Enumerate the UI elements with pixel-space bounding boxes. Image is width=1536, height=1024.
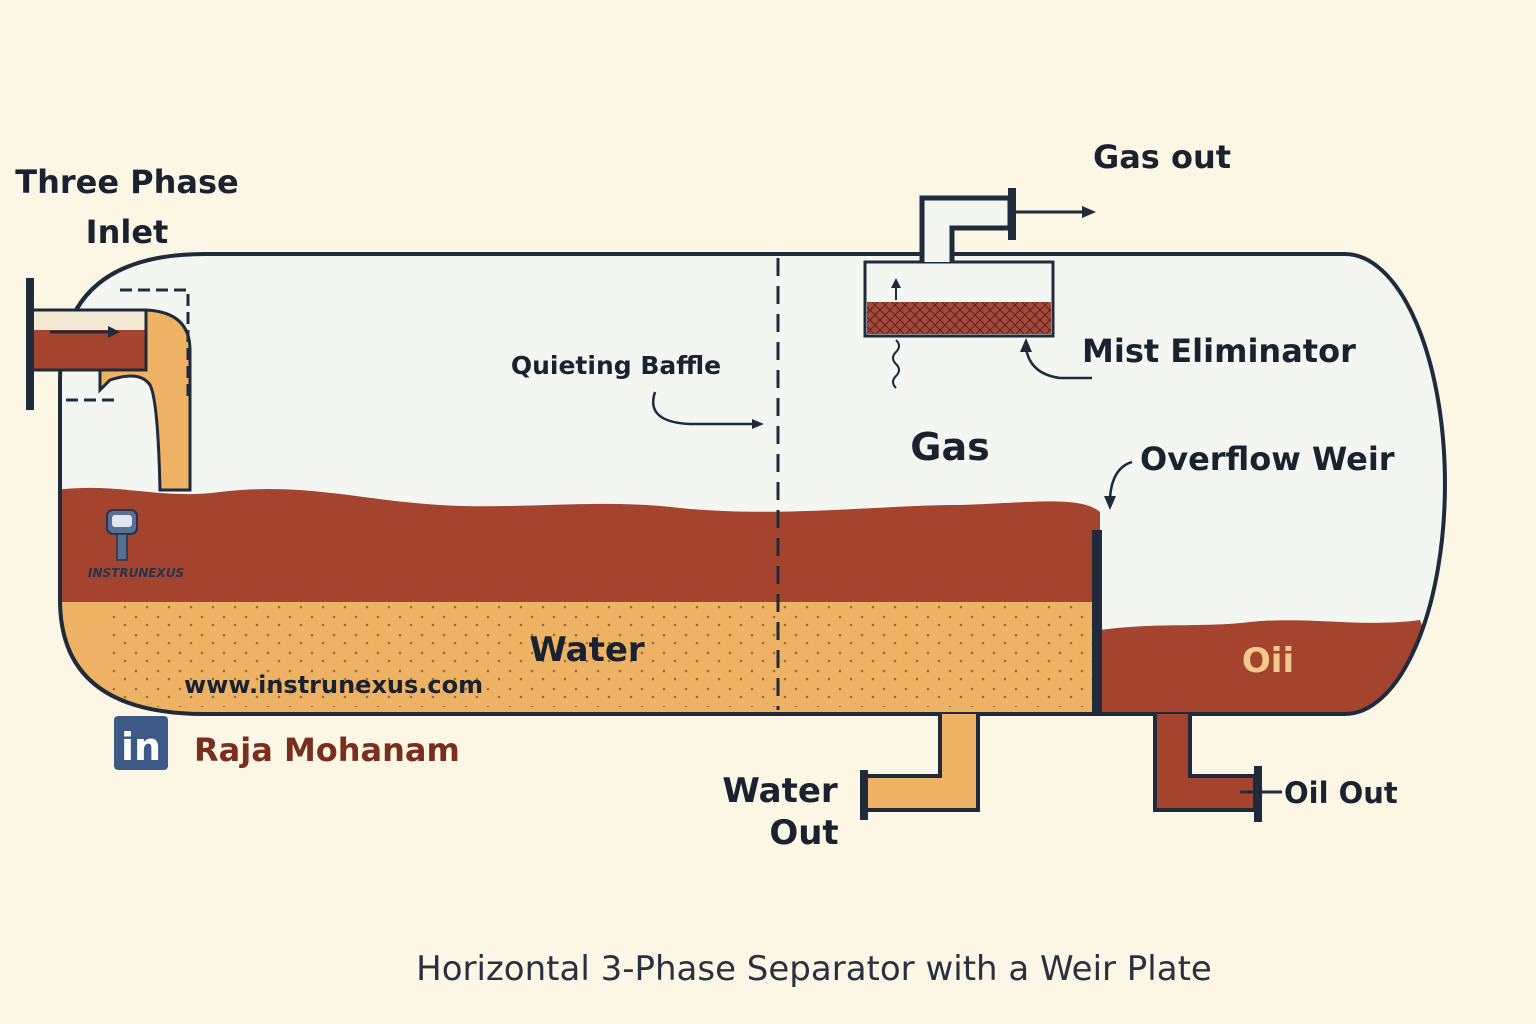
oil-outlet-pipe — [1153, 714, 1257, 812]
label-gas-out: Gas out — [1093, 138, 1231, 176]
quieting-baffle-leader — [652, 391, 752, 426]
mist-eliminator-arrowhead — [1020, 338, 1032, 352]
water-outlet-pipe — [864, 714, 980, 812]
linkedin-icon[interactable] — [114, 716, 168, 770]
inlet-flow-arrowhead — [108, 326, 120, 338]
label-gas: Gas — [910, 425, 989, 469]
label-oil-out: Oil Out — [1284, 776, 1398, 810]
mist-eliminator-assembly — [863, 188, 1096, 389]
overflow-weir-arrowhead — [1104, 496, 1116, 510]
label-water-out-line1: Water — [722, 771, 838, 811]
water-outlet — [860, 714, 980, 820]
inlet-flange — [26, 278, 34, 410]
water-outlet-flange — [860, 770, 868, 820]
label-quieting-baffle: Quieting Baffle — [511, 351, 721, 380]
water-bubbles — [110, 602, 1095, 707]
label-water-out-line2: Out — [769, 813, 838, 853]
instrunexus-logo: INSTRUNEXUS — [88, 509, 184, 580]
linkedin-badge[interactable]: in — [114, 716, 168, 770]
logo-transmitter-stem — [116, 533, 128, 561]
label-oil: Oii — [1242, 641, 1294, 681]
mist-eliminator-leader — [1024, 347, 1092, 380]
oil-bucket — [1100, 620, 1445, 714]
vessel-outline — [58, 252, 1447, 716]
overflow-weir-leader — [1108, 460, 1133, 499]
label-three-phase-line1: Three Phase — [15, 163, 239, 201]
vessel — [58, 252, 1447, 716]
gas-out-arrowhead — [1082, 206, 1096, 218]
linkedin-glyph: in — [121, 725, 161, 769]
inlet-pipe-oil — [34, 330, 146, 370]
mist-eliminator-pad — [867, 302, 1051, 334]
inlet-diverter-box — [66, 288, 190, 402]
inlet-pipe-top — [34, 310, 146, 330]
label-mist-eliminator: Mist Eliminator — [1082, 332, 1356, 370]
label-website: www.instrunexus.com — [184, 671, 483, 699]
gas-outlet-flange — [1008, 188, 1016, 240]
three-phase-inlet — [26, 278, 192, 492]
label-three-phase-line2: Inlet — [86, 213, 169, 251]
label-overflow-weir: Overflow Weir — [1140, 440, 1395, 478]
quieting-baffle-arrowhead — [752, 419, 764, 429]
logo-transmitter-window — [112, 515, 132, 527]
oil-outlet-flange — [1254, 766, 1262, 822]
label-water: Water — [529, 630, 645, 670]
diagram-caption: Horizontal 3-Phase Separator with a Weir… — [416, 949, 1212, 989]
label-author: Raja Mohanam — [194, 731, 460, 769]
oil-layer — [60, 487, 1100, 602]
inlet-pipe-outline — [34, 308, 146, 372]
oil-outlet — [1153, 714, 1282, 822]
overflow-weir-plate — [1092, 530, 1102, 714]
gas-wiggle — [892, 339, 900, 389]
gas-rise-arrowhead — [891, 278, 901, 288]
inlet-downcomer — [98, 308, 192, 492]
logo-text: INSTRUNEXUS — [88, 566, 184, 580]
